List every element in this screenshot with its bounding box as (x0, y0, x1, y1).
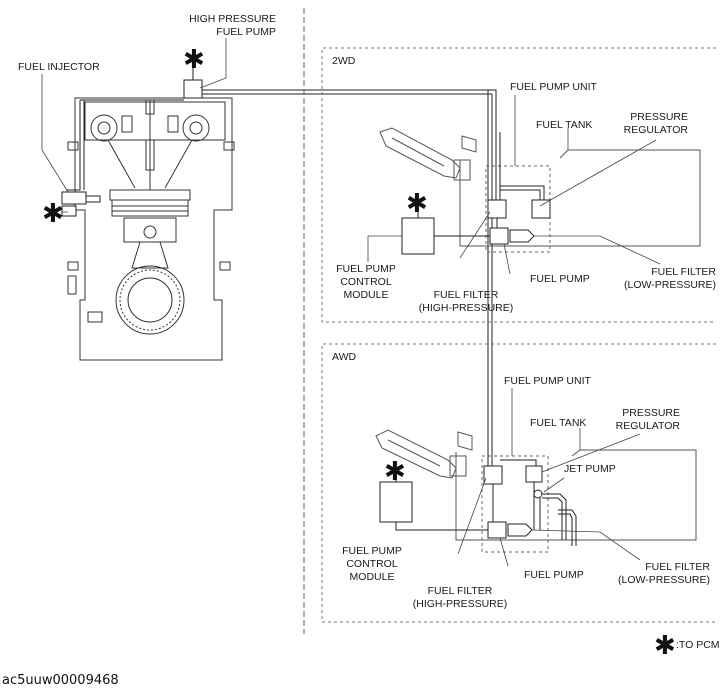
fpcm-label-awd-line2: CONTROL (346, 558, 397, 570)
fuel-pump-control-module-2wd (401, 217, 435, 255)
fuel-filter-low-label-line1: FUEL FILTER (651, 266, 716, 278)
fuel-pump-unit-box-awd (481, 455, 549, 553)
to-pcm-asterisk-icon: ✱ (384, 457, 406, 487)
pressure-regulator-label-awd-line1: PRESSURE (622, 407, 680, 419)
image-code: ac5uuw00009468 (2, 673, 119, 688)
to-pcm-asterisk-icon: ✱ (42, 199, 64, 229)
panel-2wd: 2WD ✱ FUEL PUMP UNIT FUEL TANK PRE (321, 47, 716, 323)
panel-2wd-title: 2WD (332, 55, 356, 67)
fuel-filter-high-label-awd-line1: FUEL FILTER (428, 585, 493, 597)
fuel-injector (61, 191, 101, 217)
fuel-pump-2wd (489, 227, 509, 245)
fuel-filter-high-label-line1: FUEL FILTER (434, 289, 499, 301)
fuel-tank-label-awd: FUEL TANK (530, 417, 586, 429)
fuel-filter-high-2wd (487, 199, 507, 219)
panel-awd: AWD ✱ FUEL PUMP UNIT FU (321, 343, 716, 623)
pressure-regulator-label-line2: REGULATOR (624, 124, 689, 136)
hp-pump-label-line1: HIGH PRESSURE (189, 13, 276, 25)
fuel-pump-awd (487, 521, 507, 539)
fuel-pump-control-module-awd (379, 481, 413, 523)
fuel-filter-high-label-awd-line2: (HIGH-PRESSURE) (413, 598, 508, 610)
pressure-regulator-2wd (531, 199, 551, 219)
fpcm-label-line1: FUEL PUMP (336, 263, 396, 275)
fuel-filter-low-2wd (509, 229, 535, 243)
legend-text: :TO PCM (676, 639, 720, 651)
jet-pump-awd (533, 489, 543, 499)
fuel-injector-label: FUEL INJECTOR (18, 61, 100, 73)
to-pcm-asterisk-icon: ✱ (183, 45, 205, 75)
fuel-pump-label-awd: FUEL PUMP (524, 569, 584, 581)
fuel-pump-unit-box (485, 165, 551, 253)
pressure-regulator-label-line1: PRESSURE (630, 111, 688, 123)
fuel-pump-unit-label: FUEL PUMP UNIT (510, 81, 598, 93)
to-pcm-asterisk-icon: ✱ (406, 189, 428, 219)
fuel-filter-low-awd (507, 523, 533, 537)
pressure-regulator-awd (525, 465, 543, 483)
fpcm-label-line2: CONTROL (340, 276, 391, 288)
fuel-filter-low-label-awd-line2: (LOW-PRESSURE) (618, 574, 710, 586)
jet-pump-label: JET PUMP (564, 463, 616, 475)
engine-illustration (67, 97, 235, 361)
fuel-filter-low-label-awd-line1: FUEL FILTER (645, 561, 710, 573)
hp-pump-label-line2: FUEL PUMP (216, 26, 276, 38)
fuel-pump-unit-label-awd: FUEL PUMP UNIT (504, 375, 592, 387)
high-pressure-fuel-pump (183, 68, 203, 99)
fpcm-label-line3: MODULE (344, 289, 389, 301)
fpcm-label-awd-line3: MODULE (350, 571, 395, 583)
fuel-filter-low-label-line2: (LOW-PRESSURE) (624, 279, 716, 291)
fuel-pump-label: FUEL PUMP (530, 273, 590, 285)
fuel-filter-high-awd (483, 465, 503, 485)
legend-asterisk-icon: ✱ (654, 631, 676, 661)
pressure-regulator-label-awd-line2: REGULATOR (616, 420, 681, 432)
fpcm-label-awd-line1: FUEL PUMP (342, 545, 402, 557)
fuel-filter-high-label-line2: (HIGH-PRESSURE) (419, 302, 514, 314)
legend: ✱ :TO PCM (654, 631, 720, 661)
fuel-tank-label: FUEL TANK (536, 119, 592, 131)
panel-awd-title: AWD (332, 351, 357, 363)
